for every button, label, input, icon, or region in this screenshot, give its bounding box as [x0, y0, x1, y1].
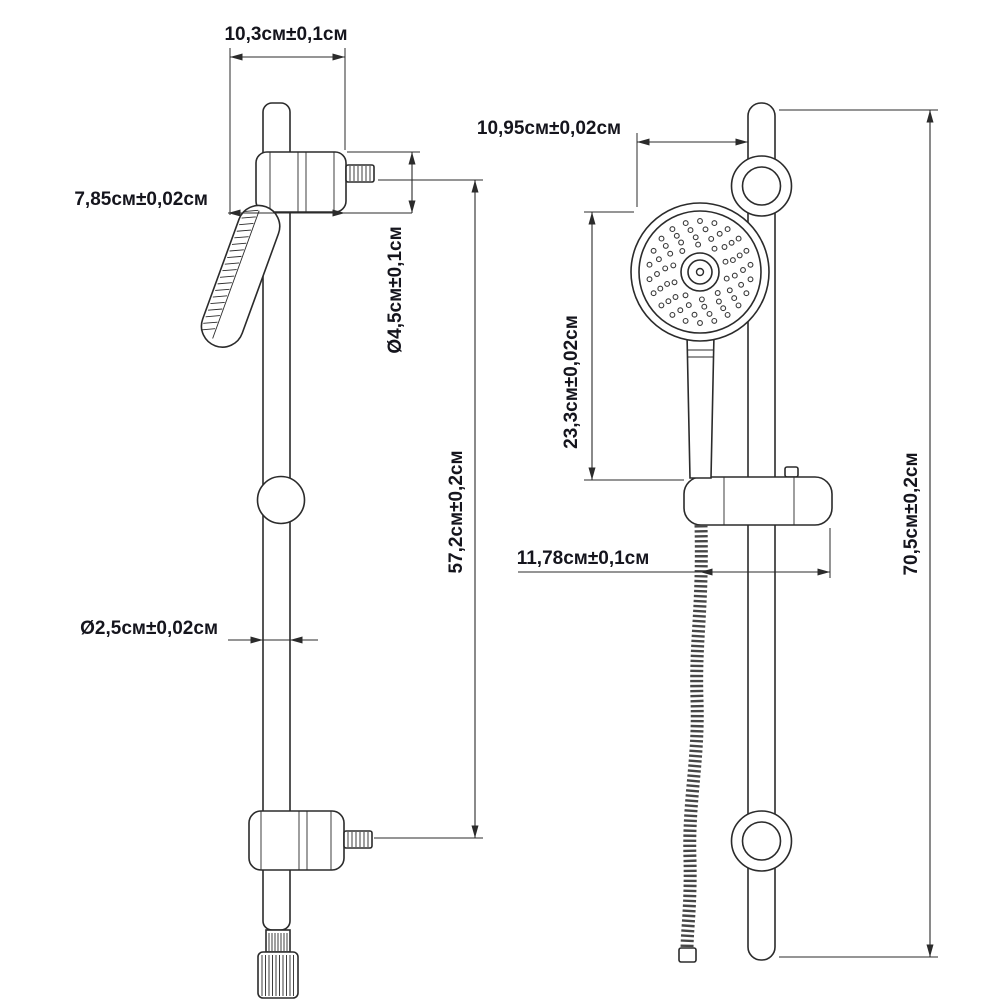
dim-label-holder-offset: 7,85см±0,02см [74, 189, 208, 210]
dim-label-bar-diameter: Ø2,5см±0,02см [80, 618, 218, 639]
holder-tab [784, 466, 799, 478]
slider-holder-front [683, 466, 833, 526]
handset-handle [686, 333, 715, 479]
slide-bar-front [747, 102, 776, 961]
spray-nozzles [646, 218, 754, 326]
dimension-annotations-side: 10,3см±0,1см 7,85см±0,02см Ø4,5см±0,1см … [74, 24, 483, 839]
hose-connector-side [257, 929, 299, 999]
hand-shower-side [200, 204, 281, 348]
ring-holder-top [730, 155, 793, 217]
hose-end-fitting [678, 947, 697, 963]
dim-label-top-width: 10,3см±0,1см [224, 24, 347, 45]
dimension-annotations-front: 10,95см±0,02см 23,3см±0,02см 11,78см±0,1… [477, 109, 938, 958]
slider-knob-side [256, 475, 306, 525]
wall-bracket-top-side [255, 151, 375, 213]
mount-screw-bottom [343, 830, 373, 849]
side-view [200, 102, 375, 999]
mount-screw-top [345, 164, 375, 183]
wall-bracket-bottom-side [248, 810, 373, 871]
dim-label-handset-length: 23,3см±0,02см [561, 315, 582, 449]
dim-label-holder-diameter: Ø4,5см±0,1см [385, 226, 406, 353]
front-view [630, 102, 833, 963]
shower-hose [678, 524, 708, 963]
dim-label-head-to-bar: 10,95см±0,02см [477, 118, 621, 139]
dim-label-overall-length: 70,5см±0,2см [901, 452, 922, 575]
ring-holder-bottom [730, 810, 793, 872]
dim-label-slider-width: 11,78см±0,1см [517, 548, 650, 569]
shower-head-front [630, 202, 770, 342]
dim-label-mount-distance: 57,2см±0,2см [446, 450, 467, 573]
